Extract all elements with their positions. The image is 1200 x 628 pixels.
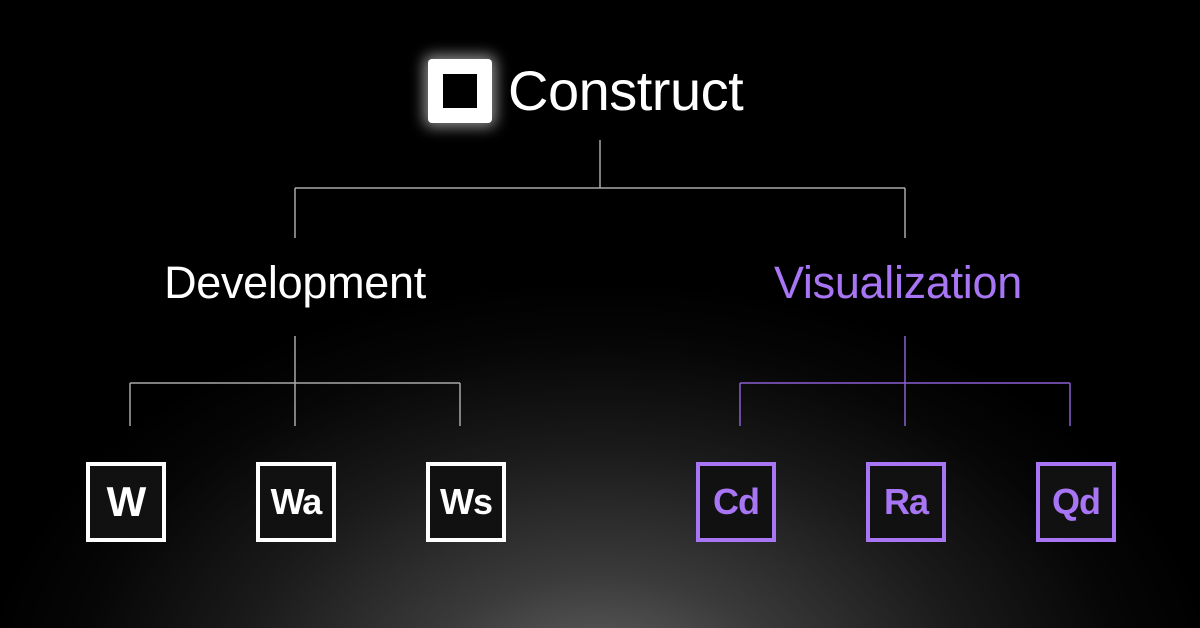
leaf-qd: Qd	[1036, 462, 1116, 542]
root-title: Construct	[508, 59, 744, 122]
leaf-wa: Wa	[256, 462, 336, 542]
branch-development: Development	[164, 257, 426, 308]
leaf-w: W	[86, 462, 166, 542]
leaf-ws: Ws	[426, 462, 506, 542]
leaf-ra: Ra	[866, 462, 946, 542]
development-connector	[129, 336, 461, 426]
visualization-connector	[739, 336, 1071, 426]
root-node: Construct	[428, 58, 744, 124]
square-logo-icon	[428, 59, 492, 123]
leaf-cd: Cd	[696, 462, 776, 542]
branch-visualization: Visualization	[774, 257, 1022, 308]
root-connector	[294, 140, 906, 238]
